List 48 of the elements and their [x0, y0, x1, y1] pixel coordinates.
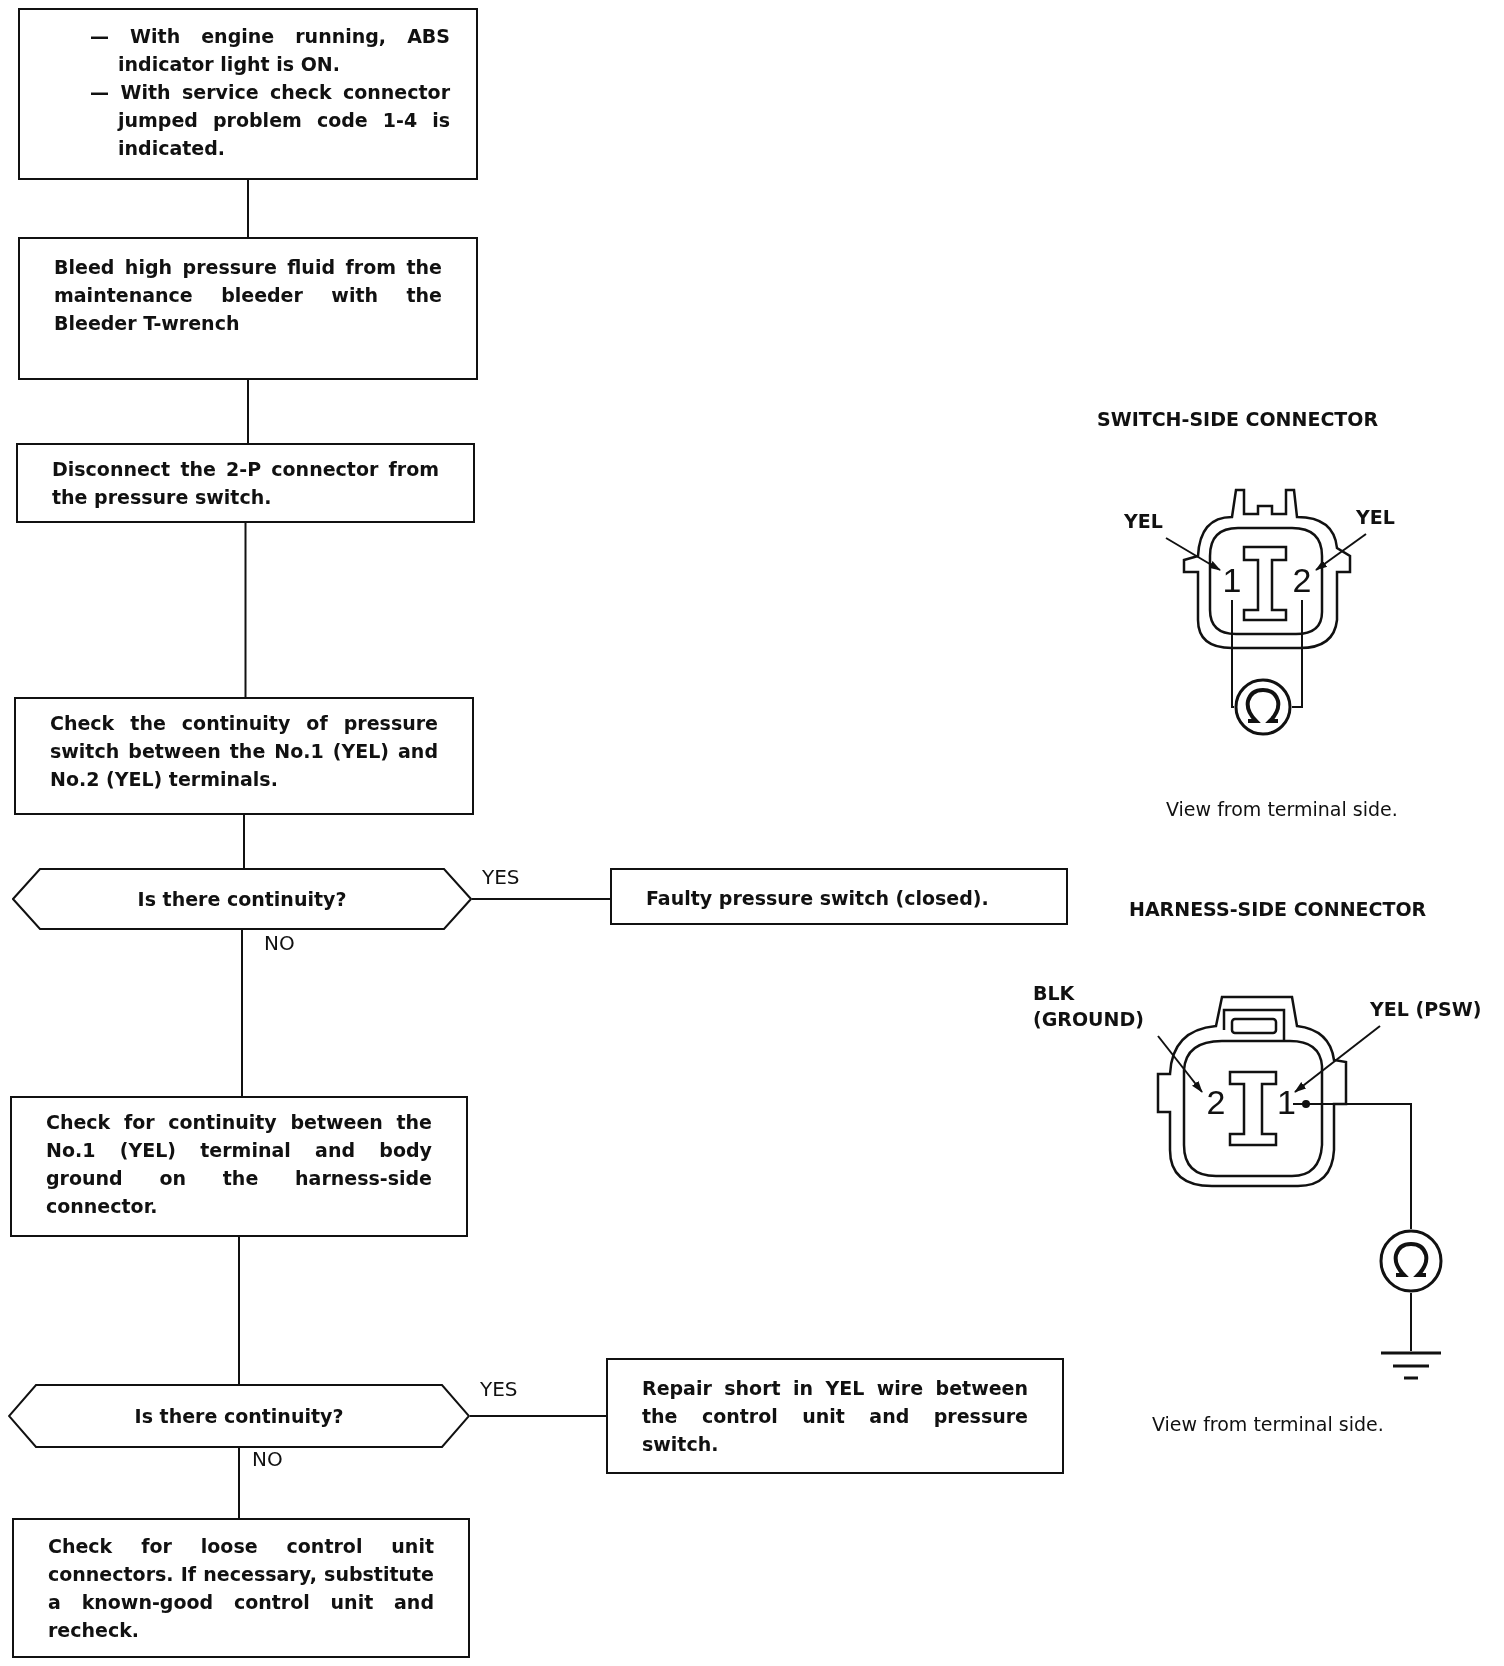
view-caption: View from terminal side. — [1166, 798, 1398, 820]
wire-label: YEL — [1124, 508, 1176, 536]
process-box — [610, 868, 1068, 925]
flow-line — [469, 1415, 607, 1417]
terminal-number: 2 — [1204, 1084, 1228, 1124]
terminal-number: 1 — [1222, 562, 1242, 600]
view-caption: View from terminal side. — [1152, 1413, 1384, 1435]
flow-line — [247, 379, 249, 444]
leader-line — [1315, 533, 1367, 571]
step-text: Repair short in YEL wire between the control unit and pressure switch. — [642, 1376, 1028, 1457]
flow-line — [238, 1236, 240, 1385]
process-box — [14, 697, 474, 815]
wire-label: YEL — [1356, 504, 1408, 532]
process-box — [18, 8, 478, 180]
step-text: — With engine running, ABS indicator light is ON. — [90, 24, 450, 77]
process-box — [18, 237, 478, 380]
process-box — [606, 1358, 1064, 1474]
flow-line — [244, 522, 247, 698]
flow-line — [241, 929, 243, 1097]
step-text: Faulty pressure switch (closed). — [646, 886, 990, 911]
step-text: Check for continuity between the No.1 (YEL) terminal and body ground on the harness-side connector. — [46, 1110, 432, 1219]
leader-line — [1157, 1035, 1203, 1093]
wire-label: BLK (GROUND) — [1033, 980, 1168, 1034]
connector-heading: SWITCH-SIDE CONNECTOR — [1097, 408, 1379, 430]
terminal-number: 1 — [1277, 1084, 1293, 1124]
flow-line — [471, 898, 611, 900]
step-text: — With service check connector jumped problem code 1-4 is indicated. — [90, 80, 450, 161]
test-lead-wire — [1410, 1292, 1412, 1352]
process-box — [16, 443, 475, 523]
question-text: Is there continuity? — [134, 1405, 344, 1427]
step-text: Disconnect the 2-P connector from the pressure switch. — [52, 457, 439, 510]
step-text: Check the continuity of pressure switch between the No.1 (YEL) and No.2 (YEL) terminals. — [50, 711, 438, 792]
test-lead-wire — [1231, 599, 1235, 708]
process-box — [12, 1518, 470, 1658]
flow-line — [243, 814, 245, 869]
flow-line — [247, 179, 249, 238]
wire-label: YEL (PSW) — [1370, 996, 1502, 1024]
test-lead-wire — [1292, 1103, 1412, 1230]
terminal-number: 2 — [1290, 562, 1314, 600]
process-box — [10, 1096, 468, 1237]
step-text: Check for loose control unit connectors. If necessary, substitute a known-good control unit and recheck. — [48, 1534, 434, 1643]
flow-line — [238, 1447, 240, 1519]
question-text: Is there continuity? — [137, 888, 347, 910]
leader-line — [1294, 1025, 1381, 1093]
leader-line — [1165, 537, 1221, 571]
step-text: Bleed high pressure fluid from the maintenance bleeder with the Bleeder T-wrench — [54, 255, 442, 336]
connector-heading: HARNESS-SIDE CONNECTOR — [1129, 898, 1427, 920]
test-lead-wire — [1291, 599, 1303, 708]
